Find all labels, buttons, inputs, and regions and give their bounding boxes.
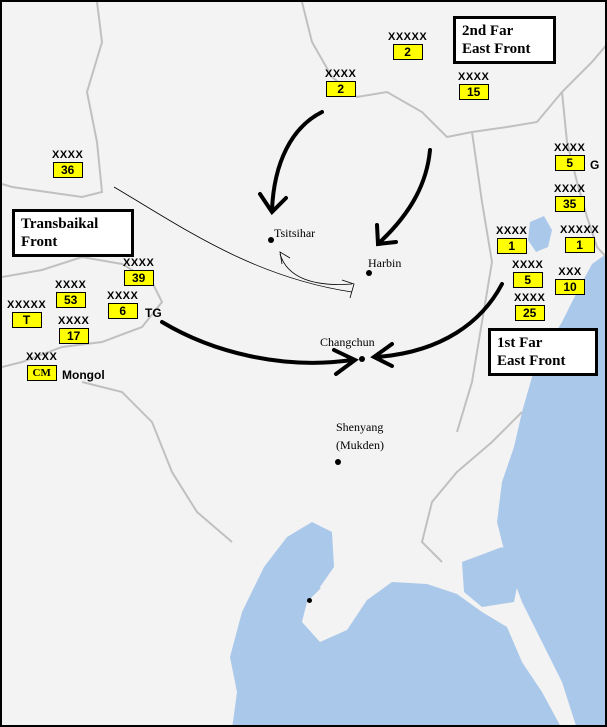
attack-arrow-tg <box>160 320 354 365</box>
unit-echelon: XXXX <box>52 149 84 161</box>
unit-number: T <box>11 312 42 328</box>
border-mongolia-south <box>81 381 233 543</box>
unit-transbaikal-t: XXXXX T <box>7 300 46 329</box>
unit-echelon: XXXX <box>58 315 90 327</box>
unit-suffix-tg: TG <box>145 306 162 320</box>
city-label-changchun: Changchun <box>320 335 375 349</box>
unit-front-1: XXXXX 1 <box>560 225 599 254</box>
unit-army-5: XXXX 5 <box>512 260 543 289</box>
unit-number: 39 <box>123 270 154 286</box>
city-label-harbin: Harbin <box>368 256 402 270</box>
tsitsihar-arrowhead <box>279 251 291 265</box>
attack-arrowhead-1st-far-east <box>370 342 394 368</box>
unit-echelon: XXXX <box>458 71 490 83</box>
front-label-line-2: East Front <box>462 41 531 57</box>
unit-army-17: XXXX 17 <box>58 316 89 345</box>
unit-army-53: XXXX 53 <box>55 280 86 309</box>
attack-arrowhead-tg <box>332 348 359 376</box>
front-label-2nd-far-east: 2nd Far East Front <box>453 16 556 64</box>
city-dot-port-arthur <box>307 598 312 603</box>
unit-army-group-2: XXXXX 2 <box>388 32 427 61</box>
city-dot-changchun <box>359 356 365 362</box>
unit-number: CM <box>26 365 57 381</box>
unit-number: 1 <box>496 238 527 254</box>
unit-echelon: XXXX <box>514 292 546 304</box>
city-label-mukden: (Mukden) <box>336 438 384 452</box>
unit-army-2: XXXX 2 <box>325 69 356 98</box>
lake-khanka <box>528 216 552 252</box>
unit-number: 17 <box>58 328 89 344</box>
harbin-arrowhead <box>341 279 355 299</box>
unit-number: 36 <box>52 162 83 178</box>
unit-corps-10: XXX 10 <box>555 267 585 296</box>
tsitsihar-harbin-arrow <box>279 253 353 285</box>
unit-number: 6 <box>107 303 138 319</box>
unit-number: 2 <box>325 81 356 97</box>
unit-echelon: XXXX <box>512 259 544 271</box>
unit-number: 10 <box>555 279 585 295</box>
unit-army-36: XXXX 36 <box>52 150 83 179</box>
city-label-shenyang: Shenyang <box>336 420 384 434</box>
front-label-line-1: 1st Far <box>497 335 543 351</box>
unit-number: 1 <box>564 237 595 253</box>
front-label-1st-far-east: 1st Far East Front <box>488 328 598 376</box>
unit-echelon: XXXX <box>554 142 586 154</box>
front-label-transbaikal: Transbaikal Front <box>12 209 134 257</box>
attack-arrow-15-army <box>378 148 432 244</box>
attack-arrowhead-15-army <box>375 223 398 247</box>
unit-suffix-mongol: Mongol <box>62 368 105 382</box>
unit-echelon: XXXX <box>496 225 528 237</box>
unit-number: 53 <box>55 292 86 308</box>
city-dot-shenyang <box>335 459 341 465</box>
unit-number: 25 <box>514 305 545 321</box>
attack-arrow-1st-far-east <box>375 282 504 359</box>
city-dot-harbin <box>366 270 372 276</box>
border-korea <box>420 411 523 563</box>
front-label-line-2: Front <box>21 234 58 250</box>
attack-arrowhead-2-army <box>258 192 288 216</box>
unit-army-15: XXXX 15 <box>458 72 489 101</box>
front-label-line-1: Transbaikal <box>21 216 99 232</box>
front-label-line-1: 2nd Far <box>462 23 514 39</box>
bohai-sea <box>230 522 560 725</box>
unit-number: 35 <box>554 196 585 212</box>
border-northern <box>2 2 104 199</box>
unit-number: 5 <box>512 272 543 288</box>
liaodong-peninsula <box>320 522 402 602</box>
unit-army-5g: XXXX 5 <box>554 143 585 172</box>
unit-echelon: XXXXX <box>560 224 600 236</box>
unit-echelon: XXXX <box>325 68 357 80</box>
unit-army-25: XXXX 25 <box>514 293 545 322</box>
unit-number: 15 <box>458 84 489 100</box>
unit-mongol-cm: XXXX CM <box>26 352 57 381</box>
border-inner <box>456 131 494 433</box>
unit-echelon: XXXX <box>554 183 586 195</box>
unit-number: 2 <box>392 44 423 60</box>
unit-echelon: XXXX <box>107 290 139 302</box>
border-west <box>2 255 164 368</box>
korea-bay <box>462 547 522 607</box>
unit-army-39: XXXX 39 <box>123 258 154 287</box>
route-line <box>113 186 353 293</box>
unit-echelon: XXXX <box>55 279 87 291</box>
front-label-line-2: East Front <box>497 353 566 369</box>
city-dot-tsitsihar <box>268 237 274 243</box>
unit-army-6tg: XXXX 6 <box>107 291 138 320</box>
unit-echelon: XXXX <box>26 351 58 363</box>
unit-suffix-g: G <box>590 158 600 172</box>
unit-echelon: XXXXX <box>388 31 428 43</box>
unit-echelon: XXXXX <box>7 299 47 311</box>
attack-arrow-2-army <box>270 110 324 212</box>
city-label-tsitsihar: Tsitsihar <box>274 226 316 240</box>
unit-number: 5 <box>554 155 585 171</box>
unit-echelon: XXXX <box>123 257 155 269</box>
unit-army-1: XXXX 1 <box>496 226 527 255</box>
unit-echelon: XXX <box>558 266 582 278</box>
unit-army-35: XXXX 35 <box>554 184 585 213</box>
